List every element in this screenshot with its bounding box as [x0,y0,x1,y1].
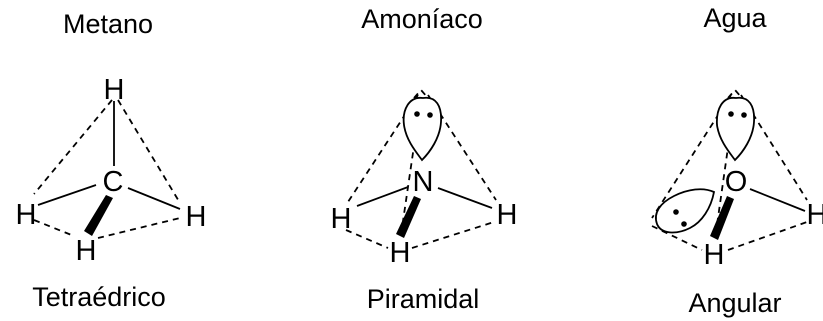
methane-wedge-bond [84,195,113,236]
ammonia-central-atom: N [413,166,434,198]
water-apex-tip [727,88,743,99]
methane-bond-right [127,187,181,210]
ammonia-group: Amoníaco N H H H Piramidal [331,4,518,314]
ammonia-atom-bottom: H [390,237,411,269]
ammonia-bond-right [437,187,493,209]
water-name: Agua [703,3,767,33]
water-central-atom: O [725,166,748,198]
methane-atom-bottom: H [76,235,97,267]
water-lone-pair-top-dot-2 [741,112,747,118]
ammonia-edge-left-bottom [345,229,389,249]
water-edge-bottom-right [727,221,808,251]
methane-bond-left [37,184,97,206]
ammonia-apex-tip [413,88,429,99]
water-lone-pair-lobe-top [716,96,755,162]
water-group: Agua O H H Angular [651,3,823,318]
ammonia-name: Amoníaco [361,4,483,34]
water-atom-right: H [807,199,823,231]
methane-group: Metano H C H H H Tetraédrico [16,9,207,312]
methane-central-atom: C [103,166,124,198]
ammonia-lone-pair-dot-2 [427,112,433,118]
methane-name: Metano [63,9,153,39]
water-wedge-bond [710,196,734,240]
methane-edge-bottom-right [97,217,181,239]
methane-atom-left: H [16,199,37,231]
water-lone-pair-left-dot-1 [673,209,679,215]
methane-edge-top-right [117,99,181,204]
water-lone-pair-lobe-left [655,188,716,234]
methane-geometry: Tetraédrico [32,282,166,312]
ammonia-edge-apex-right [427,94,497,201]
water-lone-pair-left-dot-2 [681,221,687,227]
water-edge-left-bottom [651,225,703,251]
ammonia-atom-right: H [497,199,518,231]
ammonia-lone-pair-dot-1 [414,111,420,117]
water-lone-pair-top-dot-1 [728,111,734,117]
ammonia-wedge-bond [396,196,421,238]
ammonia-geometry: Piramidal [367,284,480,314]
ammonia-lone-pair-lobe [402,96,442,162]
water-bond-right [749,188,806,212]
water-geometry: Angular [688,288,781,318]
methane-edge-top-left [33,99,113,195]
methane-atom-top: H [104,74,125,106]
ammonia-bond-left [356,186,409,207]
ammonia-edge-bottom-right [411,221,495,249]
water-atom-bottom: H [704,239,725,271]
methane-edge-left-bottom [33,219,75,237]
methane-atom-right: H [186,201,207,233]
ammonia-atom-left: H [331,203,352,235]
water-edge-apex-right [740,94,808,201]
